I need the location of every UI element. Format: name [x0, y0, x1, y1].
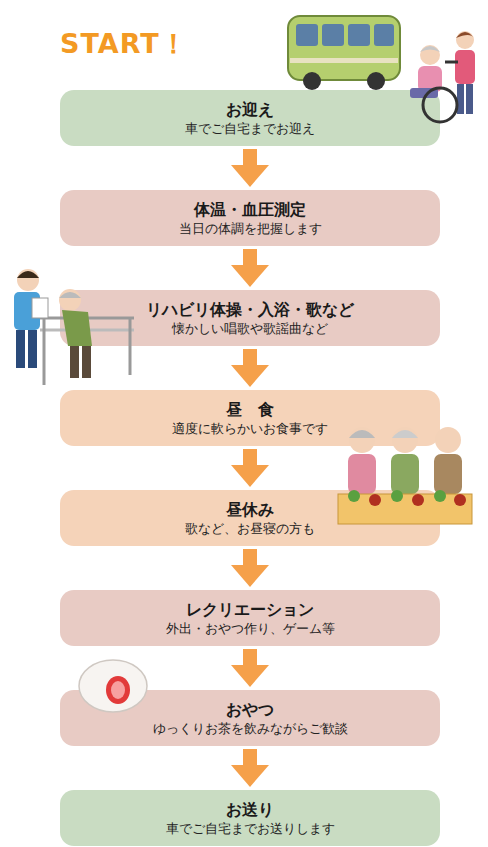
therapist-body [14, 292, 40, 330]
bus-wheel [303, 72, 321, 90]
caregiver-body [455, 50, 475, 84]
flow-arrow [243, 749, 257, 765]
step-title: お迎え [226, 100, 274, 120]
therapist-head [17, 269, 39, 291]
step-description: 歌など、お昼寝の方も [185, 520, 315, 537]
step-title: リハビリ体操・入浴・歌など [146, 300, 354, 320]
step-description: 車でご自宅までお迎え [185, 120, 315, 137]
flow-arrow [243, 249, 257, 265]
therapist-leg [28, 330, 37, 368]
step-title: お送り [226, 800, 274, 820]
process-box: お送り車でご自宅までお送りします [60, 790, 440, 846]
process-box: リハビリ体操・入浴・歌など懐かしい唱歌や歌謡曲など [60, 290, 440, 346]
process-box: おやつゆっくりお茶を飲みながらご歓談 [60, 690, 440, 746]
step-title: レクリエーション [186, 600, 314, 620]
patient-leg [70, 346, 79, 378]
process-box: 体温・血圧測定当日の体調を把握します [60, 190, 440, 246]
elder-hair [420, 46, 440, 52]
flow-arrow [243, 649, 257, 665]
process-box: 昼休み歌など、お昼寝の方も [60, 490, 440, 546]
bus-stripe [290, 58, 398, 63]
step-title: 体温・血圧測定 [194, 200, 306, 220]
flow-arrow [243, 149, 257, 165]
flow-arrow [243, 349, 257, 365]
bus-wheel [367, 72, 385, 90]
bus-illustration [288, 16, 400, 90]
flow-arrow [243, 549, 257, 565]
clipboard [32, 298, 48, 318]
step-title: 昼休み [226, 500, 274, 520]
bus-window [348, 24, 370, 46]
caregiver-hair [456, 32, 474, 38]
step-description: 車でご自宅までお送りします [166, 820, 335, 837]
patient-leg [82, 346, 91, 378]
elder-head [420, 45, 440, 65]
step-description: 懐かしい唱歌や歌謡曲など [172, 320, 328, 337]
bar-post [43, 318, 46, 385]
bus-window [296, 24, 318, 46]
wheelchair-handle [445, 61, 458, 64]
bus-window [374, 24, 394, 46]
step-description: ゆっくりお茶を飲みながらご歓談 [153, 720, 348, 737]
elder-body [418, 66, 442, 92]
step-description: 当日の体調を把握します [179, 220, 322, 237]
bus-window [322, 24, 344, 46]
process-box: お迎え車でご自宅までお迎え [60, 90, 440, 146]
caregiver-head [456, 31, 474, 49]
caregiver-leg [466, 84, 473, 114]
bus-body [288, 16, 400, 80]
flow-arrow [243, 449, 257, 465]
step-title: 昼 食 [226, 400, 274, 420]
diagram-title: START！ [60, 26, 188, 62]
diner-body [348, 454, 376, 494]
diner-body [391, 454, 419, 494]
diner-body [434, 454, 462, 494]
process-box: レクリエーション外出・おやつ作り、ゲーム等 [60, 590, 440, 646]
step-description: 適度に軟らかいお食事です [172, 420, 328, 437]
therapist-hair [17, 271, 39, 278]
caregiver-leg [457, 84, 464, 114]
step-description: 外出・おやつ作り、ゲーム等 [166, 620, 335, 637]
process-box: 昼 食適度に軟らかいお食事です [60, 390, 440, 446]
therapist-leg [16, 330, 25, 368]
dish [454, 494, 466, 506]
step-title: おやつ [226, 700, 274, 720]
